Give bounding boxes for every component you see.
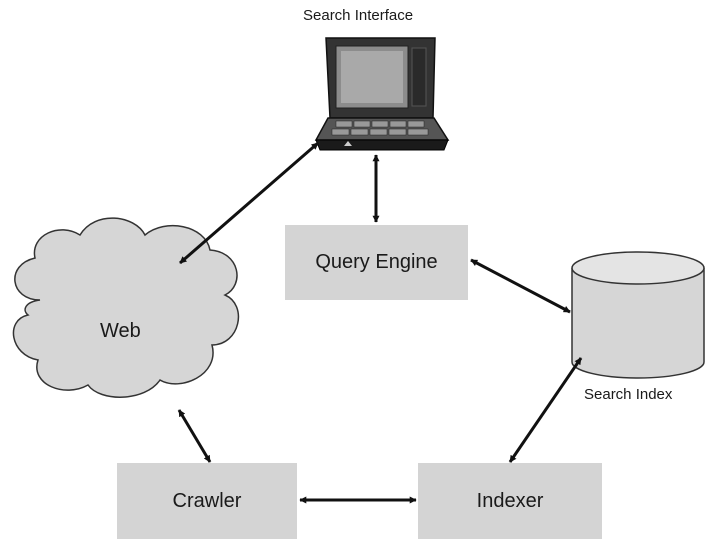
search-index-label: Search Index	[584, 386, 673, 403]
database-cylinder-icon	[571, 251, 705, 379]
edge-query-index	[470, 258, 571, 314]
query-engine-label: Query Engine	[315, 251, 438, 273]
edge-interface-web	[179, 141, 319, 265]
crawler-box: Crawler	[117, 463, 297, 539]
query-engine-box: Query Engine	[285, 225, 468, 300]
search-interface-label: Search Interface	[303, 7, 414, 24]
edge-web-crawler	[177, 409, 212, 463]
crawler-label: Crawler	[172, 489, 242, 512]
web-label: Web	[100, 320, 141, 342]
indexer-box: Indexer	[418, 463, 602, 539]
web-cloud-icon	[12, 217, 240, 398]
laptop-icon	[314, 37, 450, 151]
edge-indexer-index	[508, 357, 583, 463]
indexer-label: Indexer	[476, 489, 544, 512]
